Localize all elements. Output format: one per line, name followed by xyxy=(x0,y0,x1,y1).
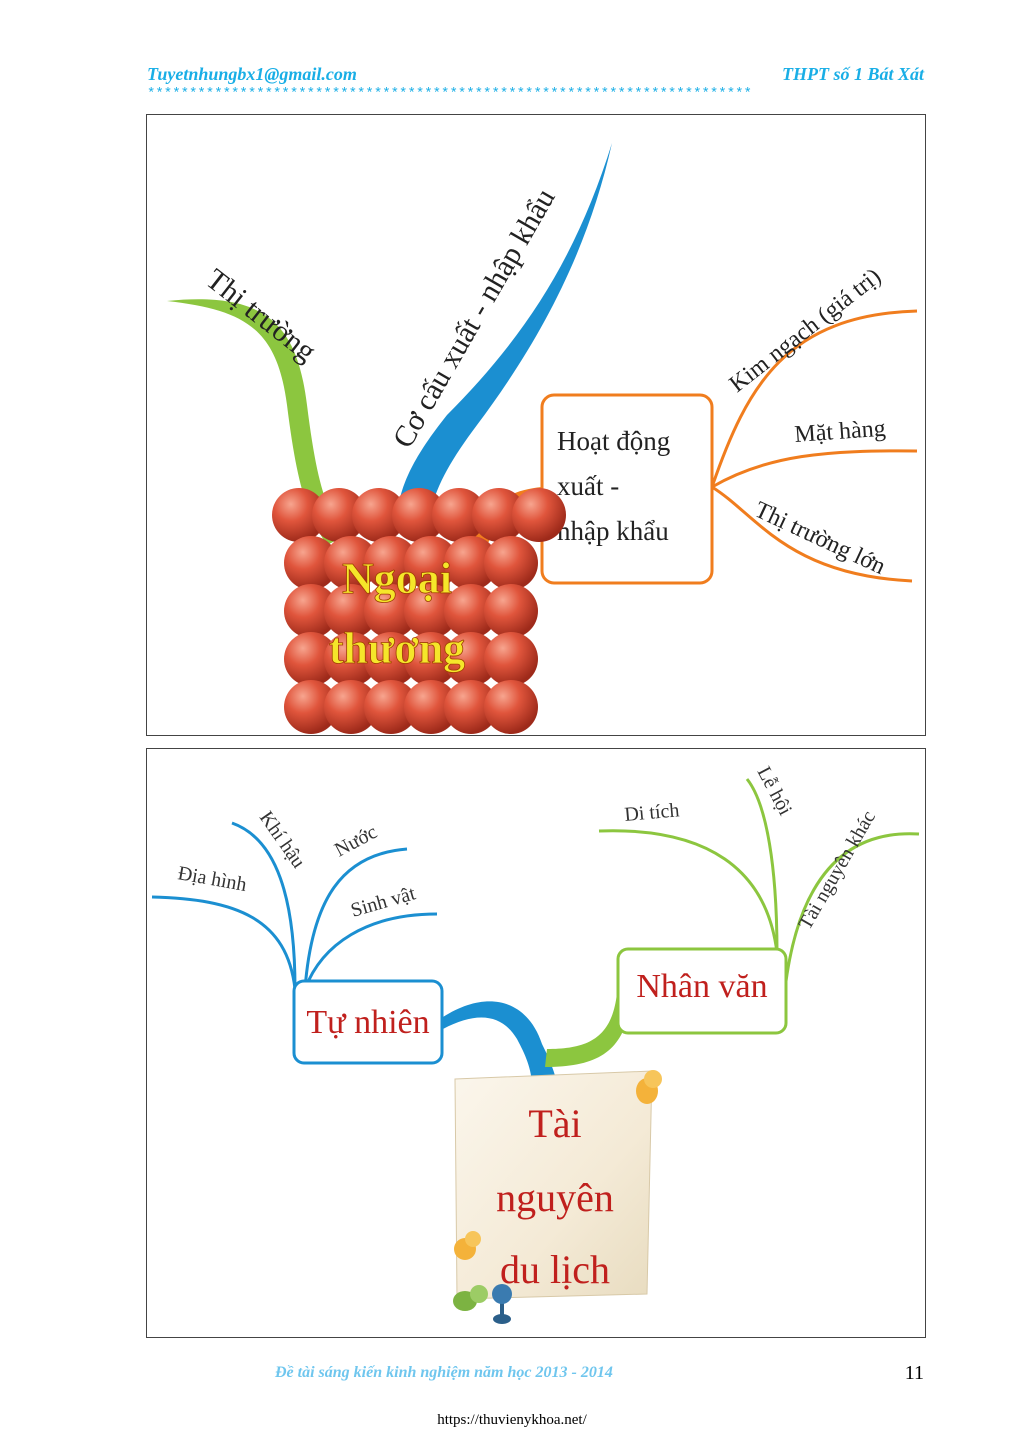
leaf-bigmarket-line xyxy=(711,485,913,583)
connector-culture-line xyxy=(545,993,632,1067)
leaf-other-line xyxy=(783,832,920,990)
ball xyxy=(324,536,378,590)
culture-box xyxy=(616,947,788,1035)
ball xyxy=(272,488,326,542)
ball xyxy=(472,488,526,542)
header-email: Tuyetnhungbx1@gmail.com xyxy=(147,64,357,84)
activity-box-line3: nhập khẩu xyxy=(557,516,669,546)
leaf-other-label: Tài nguyên khác xyxy=(794,807,880,934)
ball xyxy=(444,536,498,590)
ball xyxy=(324,584,378,638)
leaf-festival-line xyxy=(745,778,779,954)
ball xyxy=(404,632,458,686)
ball xyxy=(324,632,378,686)
mindmap-foreign-trade: Hoạt động xuất - nhập khẩu Thị trường Cơ… xyxy=(146,114,926,736)
ball xyxy=(484,584,538,638)
ball xyxy=(432,488,486,542)
leaf-terrain-label: Địa hình xyxy=(176,862,248,896)
leaf-bigmarket-label: Thị trường lớn xyxy=(750,497,889,580)
nature-box-label: Tự nhiên xyxy=(306,1004,429,1041)
pushpin-yellow-icon xyxy=(454,1231,481,1260)
ball xyxy=(284,584,338,638)
page-number: 11 xyxy=(904,1362,924,1384)
pushpin-green-icon xyxy=(453,1285,488,1311)
ball xyxy=(404,680,458,734)
center-tourism-line3: du lịch xyxy=(500,1247,610,1292)
leaf-relics-label: Di tích xyxy=(624,799,681,826)
center-foreign-trade-line1: Ngoại xyxy=(342,554,452,603)
ball xyxy=(312,488,366,542)
ball xyxy=(404,584,458,638)
activity-box-line1: Hoạt động xyxy=(557,426,670,456)
leaf-goods-line xyxy=(711,449,918,489)
branch-market-label: Thị trường xyxy=(200,263,322,369)
pushpin-orange-icon xyxy=(636,1070,662,1104)
leaf-climate-line xyxy=(231,821,297,990)
leaf-value-line xyxy=(710,309,918,488)
ball xyxy=(484,632,538,686)
leaf-goods-label: Mặt hàng xyxy=(794,416,887,448)
ball xyxy=(364,632,418,686)
ball xyxy=(484,680,538,734)
center-tourism-line2: nguyên xyxy=(496,1175,614,1220)
leaf-value-label: Kim ngạch (giá trị) xyxy=(725,264,886,398)
ball xyxy=(512,488,566,542)
ball xyxy=(444,632,498,686)
footer-url: https://thuvienykhoa.net/ xyxy=(437,1412,587,1428)
ball xyxy=(352,488,406,542)
leaf-festival-label: Lễ hội xyxy=(753,763,797,819)
ball xyxy=(364,584,418,638)
activity-box-line2: xuất - xyxy=(557,471,619,501)
connector-nature-line xyxy=(443,1001,557,1087)
ball xyxy=(392,488,446,542)
pushpin-blue-icon xyxy=(492,1284,512,1324)
ball xyxy=(404,536,458,590)
ball xyxy=(364,536,418,590)
ball xyxy=(284,536,338,590)
ball xyxy=(284,632,338,686)
center-tourism-line1: Tài xyxy=(528,1101,581,1146)
note-paper xyxy=(454,1070,653,1300)
ball-cube-icon xyxy=(272,488,566,734)
footer-project: Đề tài sáng kiến kinh nghiệm năm học 201… xyxy=(275,1364,613,1381)
leaf-relics-line xyxy=(598,829,779,954)
header-divider: ****************************************… xyxy=(147,86,752,102)
center-foreign-trade-line2: thương xyxy=(329,624,465,673)
ball xyxy=(324,680,378,734)
leaf-terrain-line xyxy=(151,895,297,990)
ball xyxy=(484,536,538,590)
header-school: THPT số 1 Bát Xát xyxy=(781,64,924,84)
ball xyxy=(284,680,338,734)
nature-box xyxy=(292,979,444,1065)
branch-market-line xyxy=(167,299,347,545)
leaf-biota-line xyxy=(303,912,438,990)
ball xyxy=(364,680,418,734)
mindmap-tourism-resources: Tự nhiên Nhân văn Địa hình Khí hậu Nước … xyxy=(146,748,926,1338)
culture-box-label: Nhân văn xyxy=(636,968,767,1005)
leaf-climate-label: Khí hậu xyxy=(255,807,310,872)
ball xyxy=(444,584,498,638)
ball xyxy=(444,680,498,734)
leaf-water-line xyxy=(303,847,408,990)
branch-structure-line xyxy=(397,143,612,525)
